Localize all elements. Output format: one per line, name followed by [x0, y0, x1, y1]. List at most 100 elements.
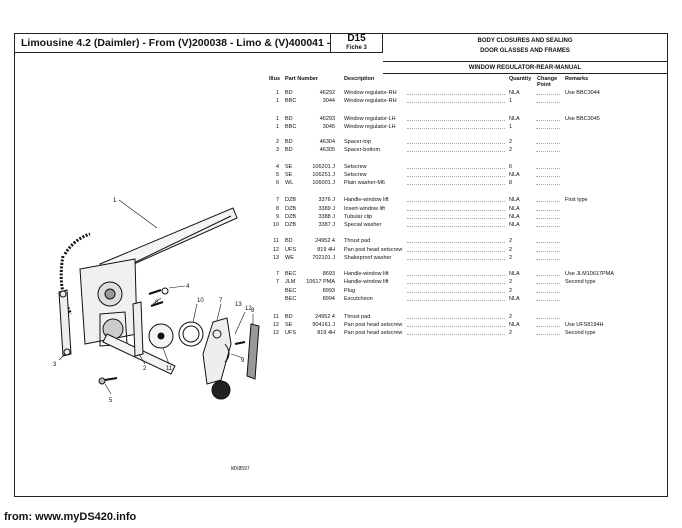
leader-dots — [407, 94, 505, 95]
col-description: Description — [344, 76, 375, 82]
leader-dots — [407, 218, 505, 219]
col-illus: Illus — [269, 76, 281, 82]
row-part-number: 3387 J — [318, 222, 335, 228]
callout-4: 4 — [186, 284, 190, 290]
fiche-label: Fiche 3 — [346, 45, 367, 51]
leader-dots — [407, 275, 505, 276]
row-part-number: 8993 — [322, 288, 335, 294]
fiche-box: D15 Fiche 3 — [331, 34, 383, 53]
row-quantity: 2 — [509, 255, 513, 261]
change-point-line — [536, 300, 560, 301]
row-illus: 12 — [272, 330, 279, 336]
row-part-prefix: UFS — [285, 247, 296, 253]
row-part-number: 106001 J — [312, 180, 335, 186]
row-illus: 5 — [275, 172, 279, 178]
row-part-number: 46305 — [319, 147, 335, 153]
row-quantity: 2 — [509, 279, 513, 285]
leader-dots — [407, 128, 505, 129]
change-point-line — [536, 326, 560, 327]
page-title: Limousine 4.2 (Daimler) - From (V)200038… — [15, 34, 331, 53]
row-description: Spacer-bottom — [344, 147, 381, 153]
diagram-ref: MX8597 — [231, 466, 250, 472]
row-illus: 8 — [275, 206, 279, 212]
leader-dots — [407, 143, 505, 144]
callout-7: 7 — [219, 298, 223, 304]
row-part-prefix: JLM — [285, 279, 296, 285]
change-point-line — [536, 94, 560, 95]
row-part-prefix: WE — [285, 255, 294, 261]
row-description: Plain washer-M6 — [344, 180, 385, 186]
leader-dots — [407, 120, 505, 121]
row-part-prefix: BEC — [285, 288, 297, 294]
change-point-line — [536, 184, 560, 185]
row-remarks: Second type — [565, 279, 596, 285]
leader-dots — [407, 251, 505, 252]
row-description: Insert-window lift — [344, 206, 385, 212]
row-part-number: 3045 — [322, 124, 335, 130]
row-part-prefix: BBC — [285, 124, 297, 130]
row-part-prefix: WL — [285, 180, 294, 186]
leader-dots — [407, 168, 505, 169]
row-part-number: 24952 4 — [315, 238, 335, 244]
row-illus: 12 — [272, 322, 279, 328]
change-point-line — [536, 168, 560, 169]
row-description: Handle-window lift — [344, 279, 389, 285]
row-quantity: NLA — [509, 214, 520, 220]
change-point-line — [536, 210, 560, 211]
leader-dots — [407, 184, 505, 185]
callout-10: 10 — [197, 298, 204, 304]
col-change-point: Change Point — [537, 76, 558, 88]
row-part-prefix: BEC — [285, 271, 297, 277]
row-quantity: NLA — [509, 172, 520, 178]
row-part-number: 702101 J — [312, 255, 335, 261]
row-illus: 11 — [273, 238, 279, 244]
col-part-number: Part Number — [285, 76, 319, 82]
row-description: Plug — [344, 288, 356, 294]
change-point-line — [536, 128, 560, 129]
row-illus: 1 — [275, 116, 279, 122]
leader-dots — [407, 210, 505, 211]
row-part-prefix: SE — [285, 164, 293, 170]
callout-2: 2 — [143, 366, 147, 372]
row-illus: 12 — [272, 247, 279, 253]
regulator-diagram: 1 2 3 4 5 6 7 8 9 10 11 12 13 — [53, 198, 260, 404]
section-heading: BODY CLOSURES AND SEALING DOOR GLASSES A… — [383, 34, 667, 62]
row-quantity: 2 — [509, 314, 513, 320]
row-description: Pan posi head setscrew — [344, 247, 403, 253]
row-part-number: 904161 J — [312, 322, 335, 328]
callout-1: 1 — [113, 198, 117, 204]
row-illus: 10 — [272, 222, 279, 228]
source-footer: from: www.myDS420.info — [4, 511, 137, 523]
row-part-prefix: DZB — [285, 222, 296, 228]
row-quantity: NLA — [509, 271, 520, 277]
row-quantity: NLA — [509, 197, 520, 203]
row-quantity: NLA — [509, 322, 520, 328]
row-quantity: 2 — [509, 288, 513, 294]
row-description: Handle-window lift — [344, 197, 389, 203]
row-remarks: Use UFS8194H — [565, 322, 604, 328]
row-quantity: 8 — [509, 180, 513, 186]
row-part-prefix: SE — [285, 172, 293, 178]
row-quantity: 1 — [509, 98, 513, 104]
row-description: Spacer-top — [344, 139, 371, 145]
leader-dots — [407, 259, 505, 260]
row-illus: 6 — [275, 180, 279, 186]
row-part-prefix: DZB — [285, 206, 296, 212]
change-point-line — [536, 102, 560, 103]
row-remarks: Use BBC3044 — [565, 90, 600, 96]
leader-dots — [407, 326, 505, 327]
callout-6: 6 — [155, 300, 159, 306]
leader-dots — [407, 283, 505, 284]
change-point-line — [536, 259, 560, 260]
callout-8: 8 — [251, 308, 255, 314]
change-point-line — [536, 318, 560, 319]
row-illus: 1 — [275, 98, 279, 104]
leader-dots — [407, 300, 505, 301]
row-remarks: Use BBC3045 — [565, 116, 600, 122]
section-1: BODY CLOSURES AND SEALING — [477, 38, 573, 44]
row-description: Handle-window lift — [344, 271, 389, 277]
row-part-number: 24952 4 — [315, 314, 335, 320]
change-point-line — [536, 120, 560, 121]
change-point-line — [536, 292, 560, 293]
row-description: Window regulator-LH — [344, 124, 396, 130]
